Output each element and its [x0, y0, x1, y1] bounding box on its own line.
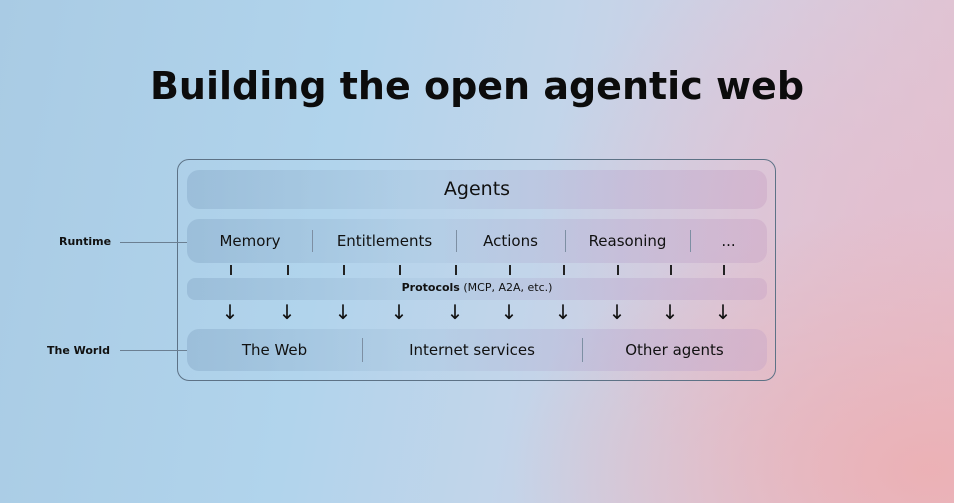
runtime-item-memory: Memory — [219, 232, 281, 250]
runtime-connector-line — [120, 242, 187, 243]
protocols-label: Protocols (MCP, A2A, etc.) — [187, 281, 767, 294]
connector-tick — [455, 265, 457, 275]
world-connector-line — [120, 350, 187, 351]
world-item-other-agents: Other agents — [625, 341, 724, 359]
runtime-item-entitlements: Entitlements — [336, 232, 433, 250]
runtime-item-actions: Actions — [483, 232, 538, 250]
runtime-layer: Memory Entitlements Actions Reasoning ..… — [187, 219, 767, 263]
connector-tick — [723, 265, 725, 275]
down-arrow-icon: ↓ — [446, 300, 464, 324]
world-item-internet-services: Internet services — [409, 341, 535, 359]
down-arrow-icon: ↓ — [608, 300, 626, 324]
protocols-title: Protocols — [401, 281, 460, 294]
down-arrow-icon: ↓ — [554, 300, 572, 324]
stack-frame — [177, 159, 776, 381]
down-arrow-icon: ↓ — [334, 300, 352, 324]
connector-tick — [563, 265, 565, 275]
divider — [456, 230, 457, 252]
connector-tick — [617, 265, 619, 275]
divider — [690, 230, 691, 252]
world-side-label: The World — [47, 344, 110, 357]
divider — [565, 230, 566, 252]
agents-layer: Agents — [187, 170, 767, 209]
runtime-item-more: ... — [721, 232, 736, 250]
world-item-web: The Web — [241, 341, 308, 359]
down-arrow-icon: ↓ — [714, 300, 732, 324]
connector-tick — [509, 265, 511, 275]
down-arrow-icon: ↓ — [500, 300, 518, 324]
divider — [362, 338, 363, 362]
down-arrow-icon: ↓ — [221, 300, 239, 324]
world-layer: The Web Internet services Other agents — [187, 329, 767, 371]
down-arrow-icon: ↓ — [278, 300, 296, 324]
connector-tick — [230, 265, 232, 275]
connector-tick — [343, 265, 345, 275]
agents-label: Agents — [443, 178, 511, 200]
protocols-layer: Protocols (MCP, A2A, etc.) — [187, 278, 767, 300]
down-arrow-icon: ↓ — [390, 300, 408, 324]
runtime-side-label: Runtime — [59, 235, 112, 248]
connector-tick — [287, 265, 289, 275]
page-title: Building the open agentic web — [149, 64, 805, 108]
divider — [312, 230, 313, 252]
runtime-item-reasoning: Reasoning — [588, 232, 667, 250]
down-arrow-icon: ↓ — [661, 300, 679, 324]
protocols-detail: (MCP, A2A, etc.) — [459, 281, 553, 294]
connector-tick — [670, 265, 672, 275]
connector-tick — [399, 265, 401, 275]
divider — [582, 338, 583, 362]
